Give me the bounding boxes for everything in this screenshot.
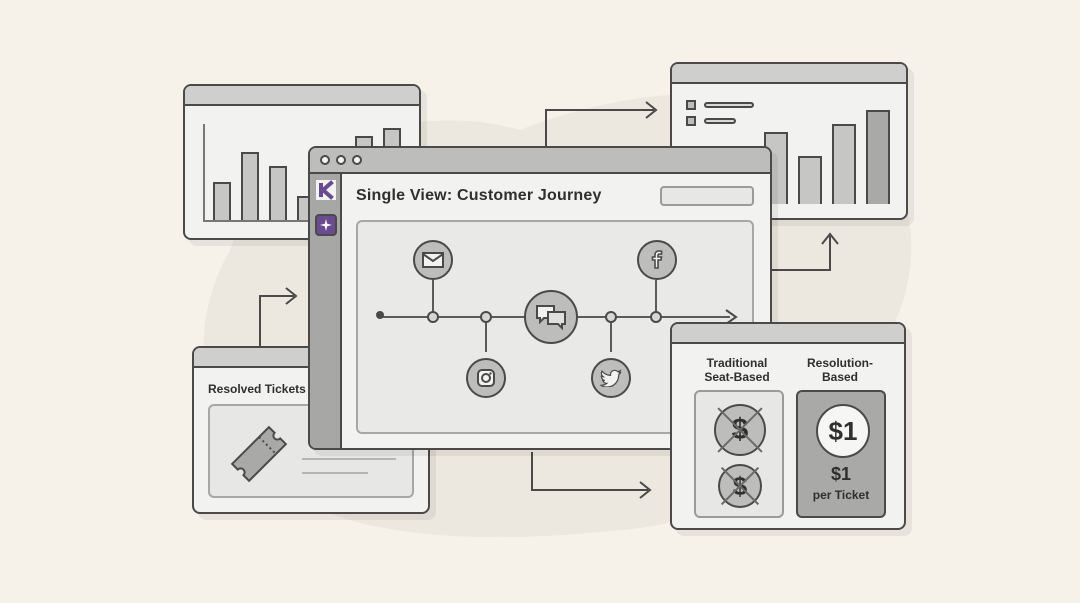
window-titlebar [185,86,419,106]
twitter-icon [600,369,622,387]
connector [432,280,434,316]
ticket-line [302,472,368,474]
chart-y-axis [203,124,205,220]
instagram-node[interactable] [466,358,506,398]
dollar-coin-icon: $ [714,404,766,456]
sparkle-icon[interactable] [315,214,337,236]
facebook-node[interactable] [637,240,677,280]
journey-junction [605,311,617,323]
legend-row [686,100,786,110]
traditional-box: $ $ [694,390,784,518]
connector [655,280,657,316]
window-titlebar [672,324,904,344]
bar [798,156,822,204]
bar [269,166,287,220]
resolution-box: $1 $1 per Ticket [796,390,886,518]
twitter-node[interactable] [591,358,631,398]
email-node[interactable] [413,240,453,280]
chart-x-axis [203,220,401,222]
chat-bubbles-icon [536,305,566,330]
price-badge-icon: $1 [816,404,870,458]
journey-arrowhead-icon [725,309,738,325]
price-unit: per Ticket [812,488,870,502]
bar [213,182,231,220]
legend-row [686,116,786,126]
legend-bar [704,118,736,124]
window-titlebar [672,64,906,84]
email-icon [422,252,444,268]
chart-area [672,64,906,218]
journey-junction [480,311,492,323]
legend-square [686,100,696,110]
bar [866,110,890,204]
connector [485,318,487,352]
k-logo-icon[interactable] [316,180,336,200]
traditional-seat-based-label: Traditional Seat-Based [704,356,770,384]
connector [610,318,612,352]
resolution-based-label: Resolution- Based [807,356,873,384]
window-control-dot[interactable] [336,155,346,165]
journey-junction [650,311,662,323]
sidebar [310,174,342,448]
journey-start-dot [376,311,384,319]
pricing-window: Traditional Seat-Based Resolution- Based… [670,322,906,530]
dollar-coin-icon: $ [718,464,762,508]
window-control-dot[interactable] [352,155,362,165]
price-badge: $1 [828,415,858,446]
page-title: Single View: Customer Journey [356,187,602,204]
ticket-icon [224,424,294,484]
ticket-line [302,458,396,460]
bar [832,124,856,204]
instagram-icon [477,369,495,387]
resolved-tickets-label: Resolved Tickets [208,382,306,396]
bar [241,152,259,220]
main-titlebar [310,148,770,174]
facebook-icon [651,250,663,269]
window-control-dot[interactable] [320,155,330,165]
chat-node[interactable] [524,290,578,344]
search-input[interactable] [660,186,754,206]
price-amount: $1 [830,464,852,484]
legend-bar [704,102,754,108]
journey-junction [427,311,439,323]
legend-square [686,116,696,126]
